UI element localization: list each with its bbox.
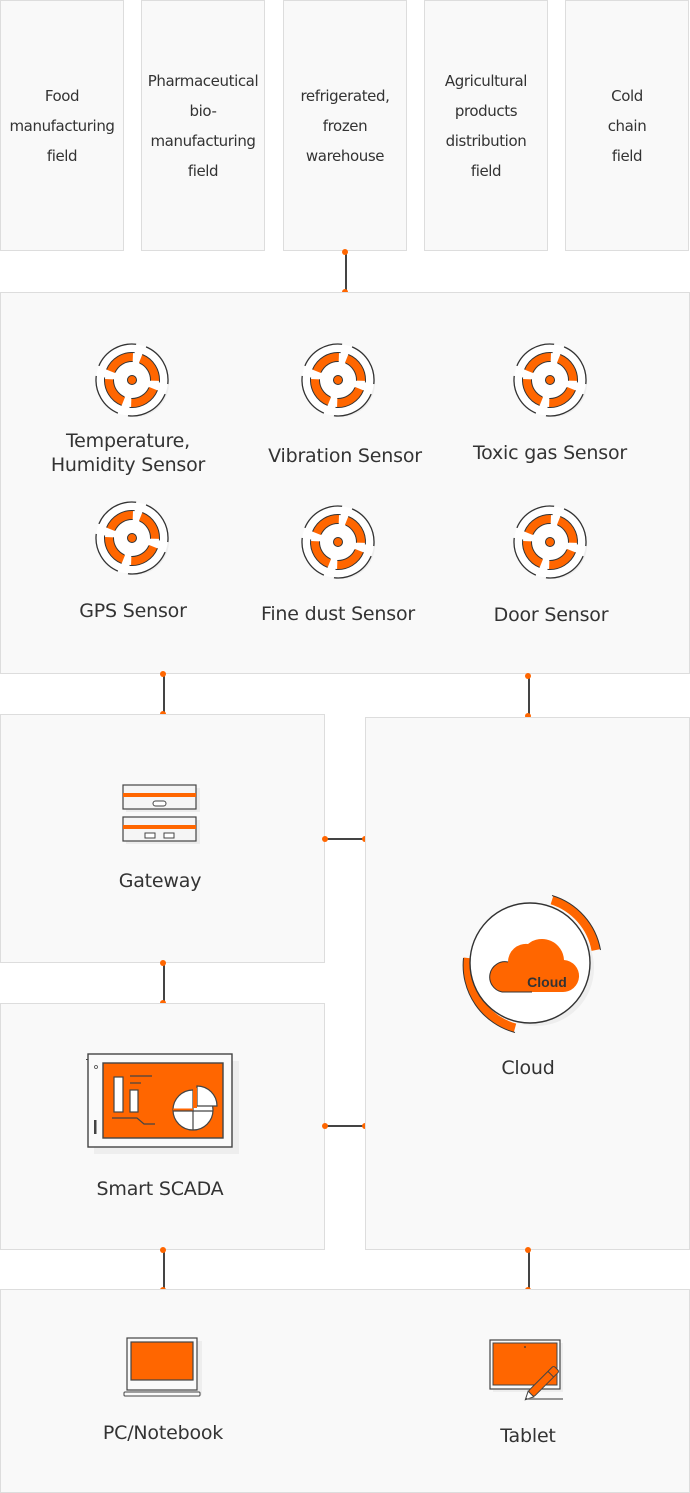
connector-dot — [160, 1247, 166, 1253]
connector-line — [163, 963, 165, 1003]
sensor-target-icon — [298, 502, 382, 586]
field-pharmaceutical: Pharmaceutical bio- manufacturing field — [141, 0, 265, 251]
cloud-icon-text: Cloud — [527, 974, 567, 990]
connector-dot — [525, 1247, 531, 1253]
field-cold-chain: Cold chain field — [565, 0, 689, 251]
device-label: Tablet — [500, 1425, 556, 1447]
field-food-manufacturing: Food manufacturing field — [0, 0, 124, 251]
scada-dashboard-icon — [86, 1053, 239, 1154]
connector-dot — [322, 1123, 328, 1129]
field-label: refrigerated, frozen warehouse — [300, 86, 390, 165]
field-label: Food manufacturing field — [9, 86, 115, 165]
connector-line — [345, 252, 347, 292]
connector-line — [528, 676, 530, 716]
connector-dot — [342, 249, 348, 255]
sensor-target-icon — [298, 340, 382, 424]
sensor-label: Toxic gas Sensor — [473, 442, 627, 464]
sensor-label: Fine dust Sensor — [260, 603, 415, 625]
connector-line — [163, 1250, 165, 1290]
sensor-label: Vibration Sensor — [268, 445, 422, 467]
field-label: Pharmaceutical bio- manufacturing field — [147, 71, 259, 180]
connector-dot — [160, 671, 166, 677]
gateway-label: Gateway — [118, 870, 202, 892]
gateway-server-icon — [122, 784, 200, 844]
connector-dot — [525, 713, 531, 719]
field-agricultural-distribution: Agricultural products distribution field — [424, 0, 548, 251]
connector-dot — [525, 673, 531, 679]
sensor-target-icon — [510, 502, 594, 586]
sensor-target-icon — [92, 340, 176, 424]
field-label: Agricultural products distribution field — [444, 71, 528, 180]
sensor-label: Door Sensor — [493, 604, 609, 626]
connector-line — [163, 674, 165, 714]
devices-panel — [0, 1289, 690, 1493]
cloud-label: Cloud — [501, 1057, 555, 1079]
sensor-label: GPS Sensor — [79, 600, 187, 622]
scada-label: Smart SCADA — [96, 1178, 224, 1200]
cloud-icon: Cloud — [462, 895, 601, 1033]
tablet-pen-icon — [489, 1339, 563, 1401]
connector-line — [325, 1125, 365, 1127]
field-label: Cold chain field — [607, 86, 647, 165]
sensor-target-icon — [510, 340, 594, 424]
laptop-icon — [123, 1337, 202, 1397]
sensor-label: Temperature, Humidity Sensor — [50, 430, 206, 476]
sensor-target-icon — [92, 498, 176, 582]
device-label: PC/Notebook — [102, 1422, 224, 1444]
connector-line — [325, 838, 365, 840]
field-refrigerated-warehouse: refrigerated, frozen warehouse — [283, 0, 407, 251]
connector-dot — [160, 960, 166, 966]
connector-dot — [322, 836, 328, 842]
connector-line — [528, 1250, 530, 1290]
